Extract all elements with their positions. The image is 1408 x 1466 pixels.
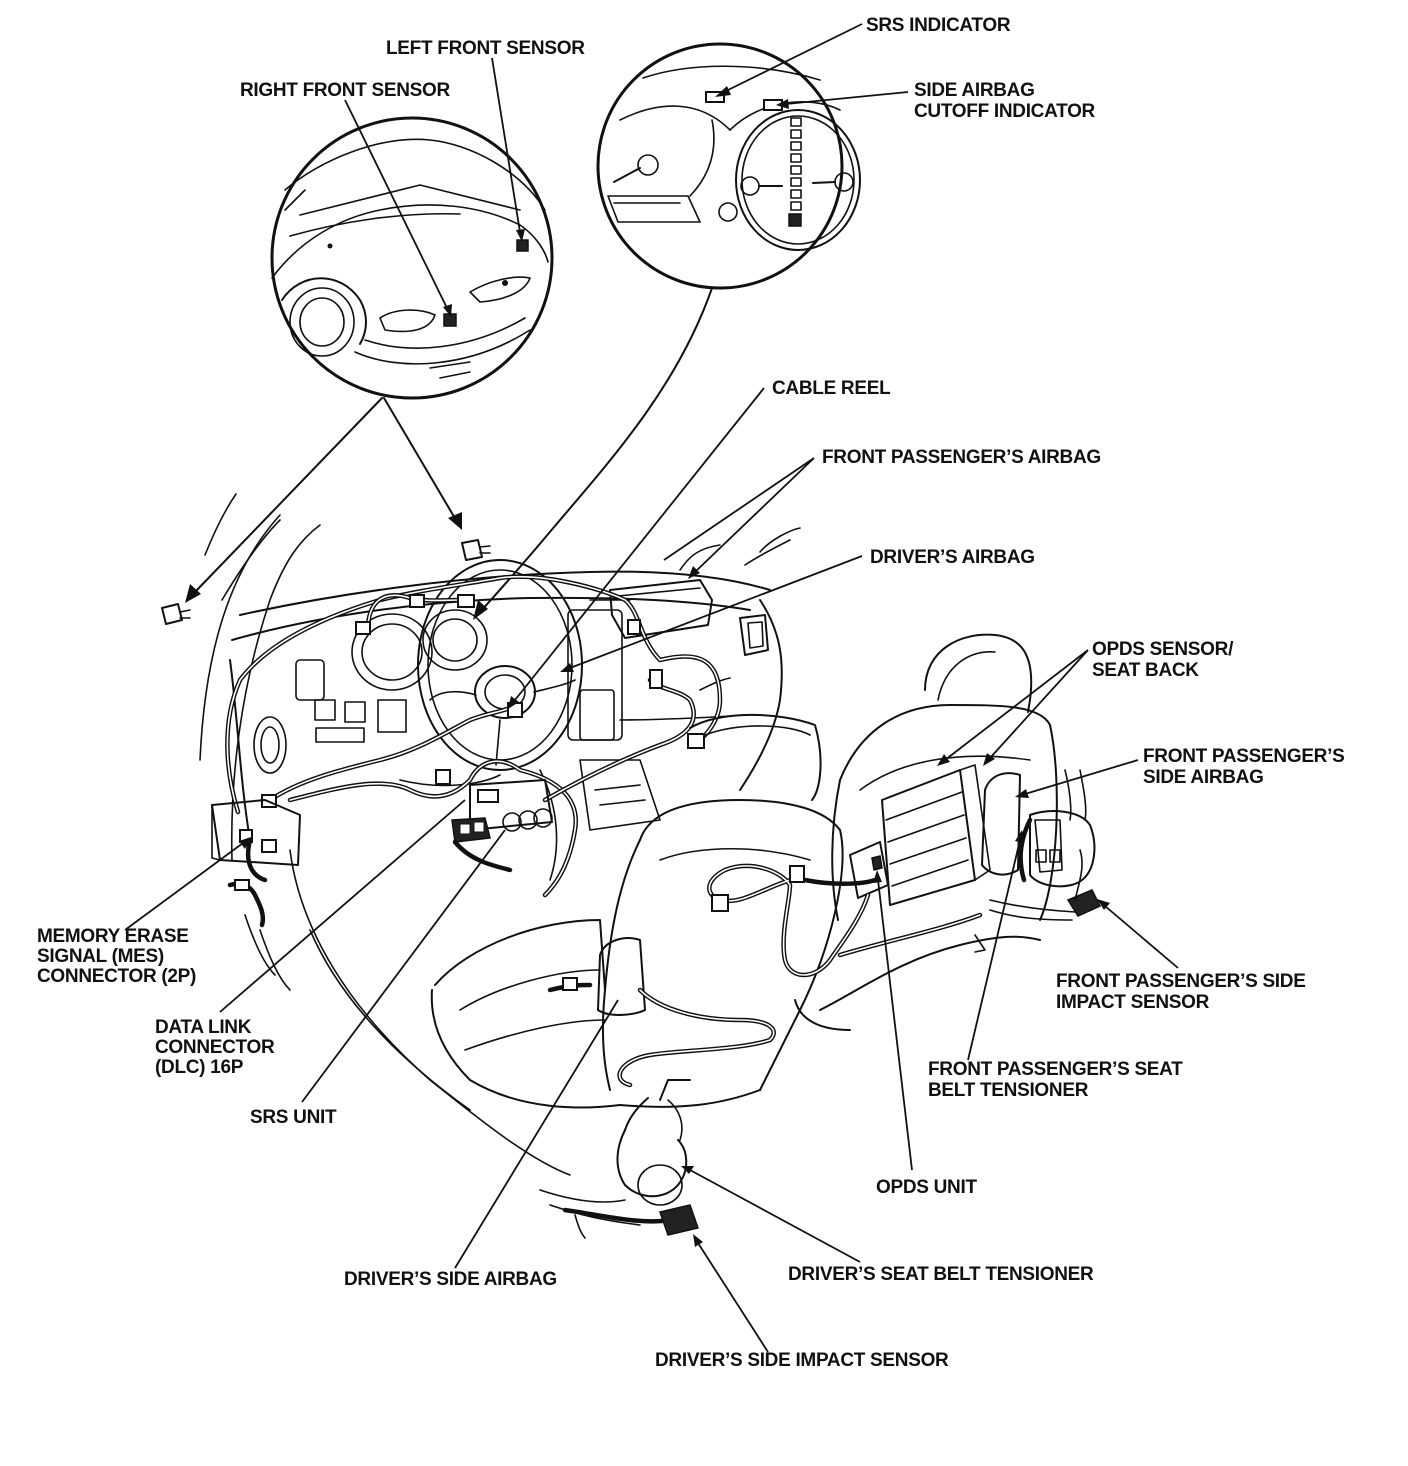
front-sensors-main <box>161 539 491 625</box>
drivers-belt-tensioner <box>539 1079 699 1239</box>
drivers-seat <box>430 713 844 1109</box>
label-mes-line1: MEMORY ERASE <box>37 926 189 947</box>
label-drivers-seat-belt-tensioner: DRIVER’S SEAT BELT TENSIONER <box>788 1264 1094 1285</box>
lower-dash-components <box>211 779 553 928</box>
label-srs-unit: SRS UNIT <box>250 1107 337 1128</box>
label-left-front-sensor: LEFT FRONT SENSOR <box>386 38 585 59</box>
label-fp-tensioner-line2: BELT TENSIONER <box>928 1080 1089 1101</box>
label-front-passenger-airbag: FRONT PASSENGER’S AIRBAG <box>822 447 1101 468</box>
label-fp-side-airbag-line2: SIDE AIRBAG <box>1143 767 1264 788</box>
label-drivers-side-airbag: DRIVER’S SIDE AIRBAG <box>344 1269 557 1290</box>
label-fp-side-impact-line1: FRONT PASSENGER’S SIDE <box>1056 971 1306 992</box>
label-mes-line3: CONNECTOR (2P) <box>37 966 196 987</box>
label-opds-sensor-line1: OPDS SENSOR/ <box>1092 639 1234 660</box>
label-side-airbag-cutoff-line1: SIDE AIRBAG <box>914 80 1035 101</box>
label-dlc-line3: (DLC) 16P <box>155 1057 244 1078</box>
label-right-front-sensor: RIGHT FRONT SENSOR <box>240 80 451 101</box>
label-fp-side-airbag-line1: FRONT PASSENGER’S <box>1143 746 1344 767</box>
label-srs-indicator: SRS INDICATOR <box>866 15 1011 36</box>
label-dlc-line2: CONNECTOR <box>155 1037 275 1058</box>
callout-leaders <box>124 23 1179 1353</box>
label-fp-tensioner-line1: FRONT PASSENGER’S SEAT <box>928 1059 1183 1080</box>
label-cable-reel: CABLE REEL <box>772 378 891 399</box>
instrument-cluster-inset <box>596 42 861 290</box>
dash-harness <box>225 574 723 898</box>
label-mes-line2: SIGNAL (MES) <box>37 946 164 967</box>
label-opds-unit: OPDS UNIT <box>876 1177 977 1198</box>
label-opds-sensor-line2: SEAT BACK <box>1092 660 1199 681</box>
label-side-airbag-cutoff-line2: CUTOFF INDICATOR <box>914 101 1096 122</box>
passenger-seat <box>707 633 1058 1031</box>
inset-leaders <box>185 287 713 620</box>
label-drivers-side-impact-sensor: DRIVER’S SIDE IMPACT SENSOR <box>655 1350 949 1371</box>
labels: SRS INDICATOR LEFT FRONT SENSOR RIGHT FR… <box>37 15 1345 1371</box>
label-drivers-airbag: DRIVER’S AIRBAG <box>870 547 1035 568</box>
front-bumper-inset <box>270 116 554 400</box>
label-dlc-line1: DATA LINK <box>155 1017 252 1038</box>
dashboard <box>229 544 783 881</box>
passenger-belt-tensioner <box>989 769 1102 921</box>
label-fp-side-impact-line2: IMPACT SENSOR <box>1056 992 1210 1013</box>
